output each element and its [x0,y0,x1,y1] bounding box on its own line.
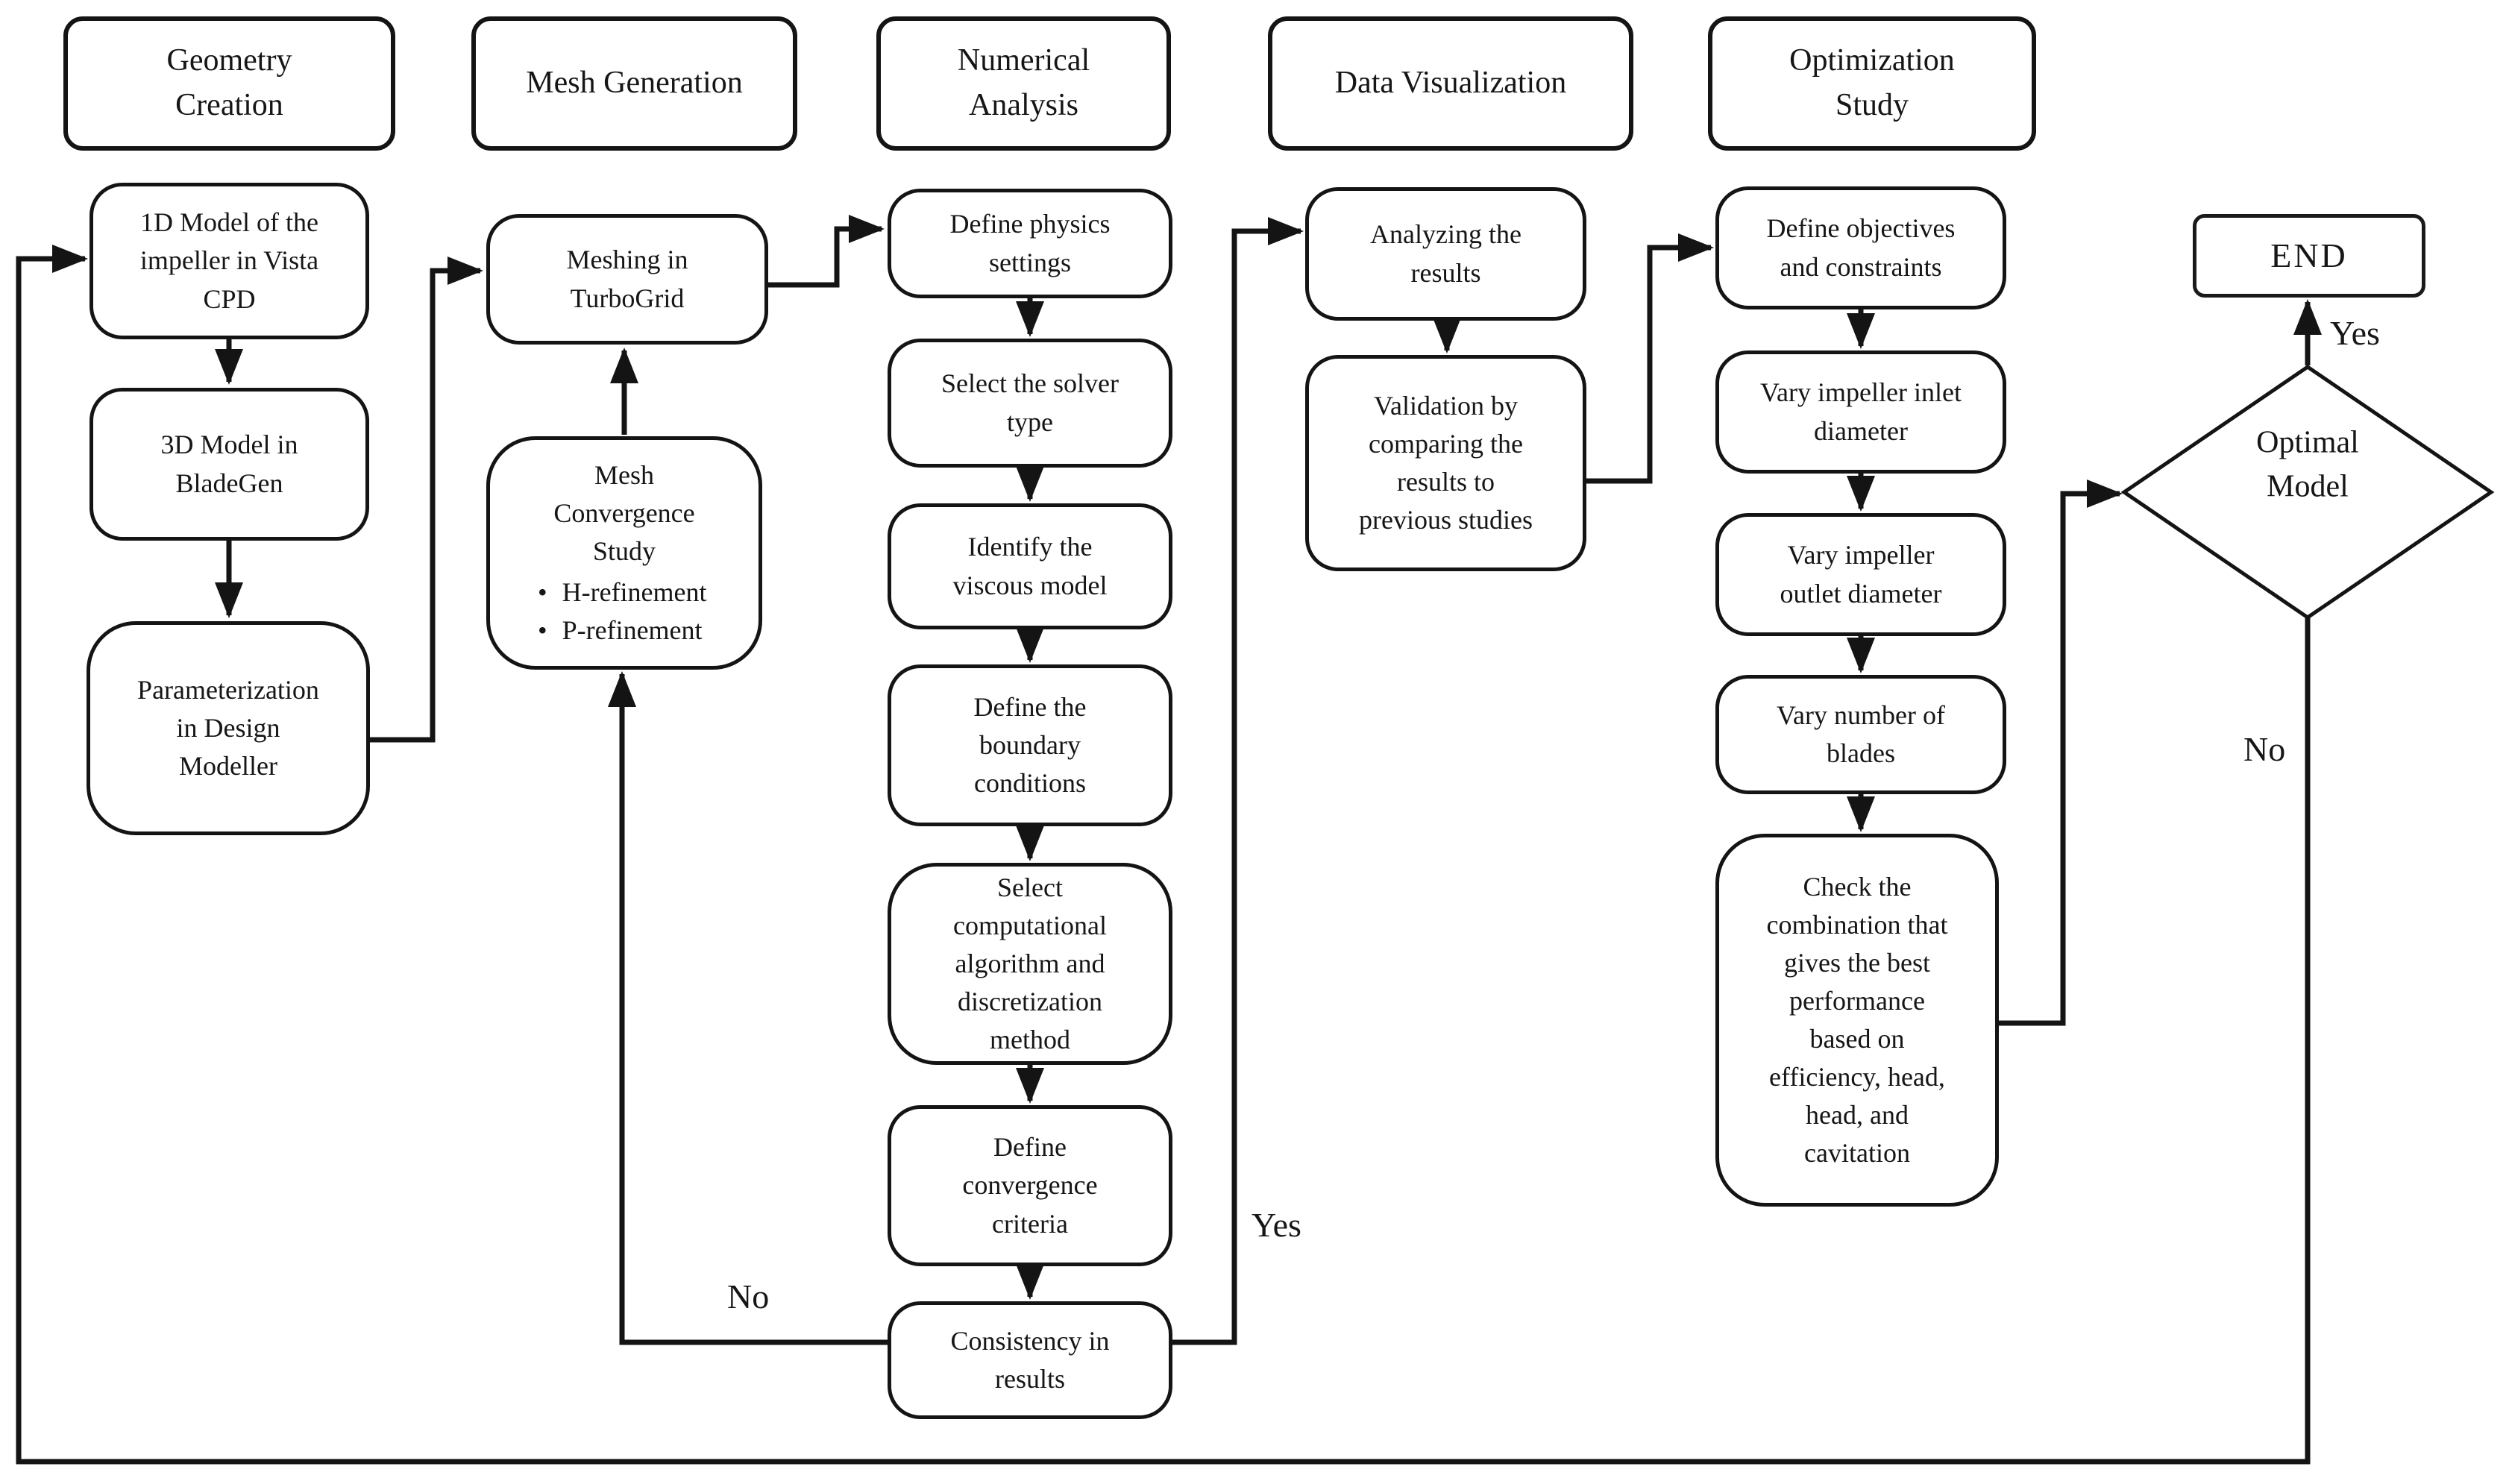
step-mesh-convergence-bullet-list: H-refinementP-refinement [508,573,707,650]
step-mesh-convergence-bullet: P-refinement [538,611,707,650]
step-computational-algorithm-label: Select computational algorithm and discr… [953,872,1107,1055]
step-define-physics-label: Define physics settings [949,209,1111,277]
end-label: END [2270,236,2348,275]
connector-consistency-yes-to-analyzing [1172,217,1304,1345]
end-node: END [2193,214,2425,298]
step-3d-model-label: 3D Model in BladeGen [160,430,298,498]
step-boundary-conditions-label: Define the boundary conditions [973,691,1087,799]
step-define-objectives-node: Define objectives and constraints [1715,186,2006,309]
optimal-model-decision-shape [2120,364,2495,620]
header-geometry-creation-label: Geometry Creation [166,43,292,122]
step-check-combination-node: Check the combination that gives the bes… [1715,834,1999,1207]
connector-parameterization-to-meshing [370,257,483,743]
step-vary-outlet-node: Vary impeller outlet diameter [1715,513,2006,636]
step-mesh-convergence-label: Mesh Convergence Study [553,459,695,566]
step-select-solver-node: Select the solver type [888,339,1172,468]
step-analyzing-results-node: Analyzing the results [1305,187,1586,321]
step-check-combination-label: Check the combination that gives the bes… [1766,871,1948,1169]
header-mesh-generation-label: Mesh Generation [526,66,743,101]
step-select-solver-label: Select the solver type [941,368,1119,437]
step-identify-viscous-node: Identify the viscous model [888,503,1172,629]
step-define-physics-node: Define physics settings [888,189,1172,298]
connector-consistency-no-to-mesh-convergence [608,671,888,1345]
header-optimization-study-node: Optimization Study [1708,16,2036,151]
step-analyzing-results-label: Analyzing the results [1370,219,1522,288]
step-vary-blades-node: Vary number of blades [1715,675,2006,794]
connector-meshing-to-define-physics [768,215,885,288]
header-data-visualization-label: Data Visualization [1334,66,1567,101]
step-vary-inlet-label: Vary impeller inlet diameter [1760,377,1962,446]
step-parameterization-label: Parameterization in Design Modeller [137,674,319,782]
label-consistency-yes: Yes [1252,1206,1301,1244]
optimal-model-decision-label: Optimal Model [2256,425,2359,504]
header-optimization-study-label: Optimization Study [1789,43,1955,122]
step-vary-inlet-node: Vary impeller inlet diameter [1715,350,2006,474]
step-vary-blades-label: Vary number of blades [1777,699,1945,768]
step-meshing-turbogrid-label: Meshing in TurboGrid [566,245,688,313]
step-consistency-results-node: Consistency in results [888,1301,1172,1419]
step-mesh-convergence-node: Mesh Convergence StudyH-refinementP-refi… [486,436,762,670]
step-convergence-criteria-node: Define convergence criteria [888,1105,1172,1266]
step-validation-label: Validation by comparing the results to p… [1359,390,1533,535]
step-mesh-convergence-bullet: H-refinement [538,573,707,611]
header-data-visualization-node: Data Visualization [1268,16,1633,151]
connector-check-to-optimal-model [1999,480,2123,1026]
label-consistency-no: No [727,1277,770,1315]
step-parameterization-node: Parameterization in Design Modeller [87,621,370,835]
step-identify-viscous-label: Identify the viscous model [952,532,1108,600]
step-boundary-conditions-node: Define the boundary conditions [888,664,1172,826]
step-1d-model-node: 1D Model of the impeller in Vista CPD [90,183,369,339]
step-consistency-results-label: Consistency in results [950,1325,1110,1394]
step-computational-algorithm-node: Select computational algorithm and discr… [888,863,1172,1065]
header-geometry-creation-node: Geometry Creation [63,16,395,151]
step-validation-node: Validation by comparing the results to p… [1305,355,1586,571]
header-numerical-analysis-node: Numerical Analysis [876,16,1171,151]
step-1d-model-label: 1D Model of the impeller in Vista CPD [139,207,319,314]
step-convergence-criteria-label: Define convergence criteria [962,1132,1098,1239]
header-mesh-generation-node: Mesh Generation [471,16,797,151]
step-define-objectives-label: Define objectives and constraints [1766,213,1956,282]
connector-optimal-model-no-to-1d [16,245,2311,1465]
label-optimal-yes: Yes [2330,314,2380,352]
step-3d-model-node: 3D Model in BladeGen [90,388,369,541]
step-meshing-turbogrid-node: Meshing in TurboGrid [486,214,768,345]
connector-validation-to-objectives [1586,233,1714,484]
header-numerical-analysis-label: Numerical Analysis [957,43,1090,122]
label-optimal-no: No [2243,730,2286,768]
step-vary-outlet-label: Vary impeller outlet diameter [1780,540,1942,609]
